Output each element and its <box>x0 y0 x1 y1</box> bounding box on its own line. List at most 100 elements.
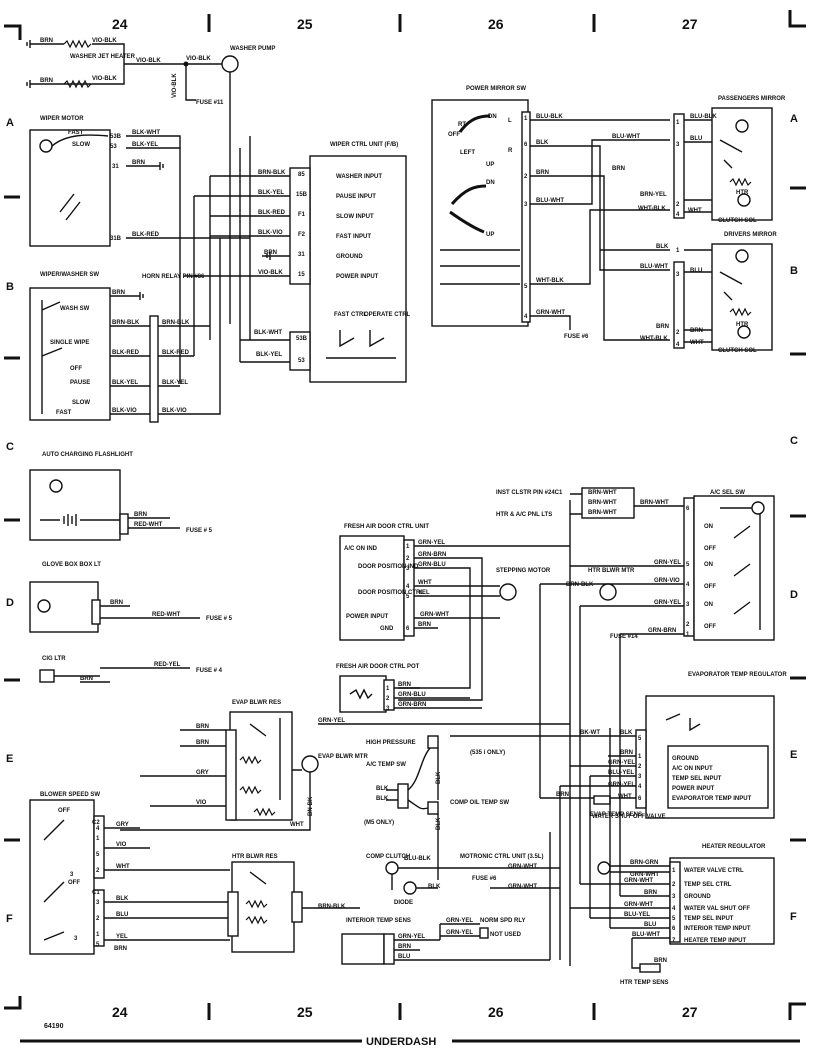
fresh-pot-title: FRESH AIR DOOR CTRL POT <box>336 664 420 670</box>
cig-title: CIG LTR <box>42 656 66 662</box>
interior-temp-input-label: INTERIOR TEMP INPUT <box>684 926 751 932</box>
fresh-air-title: FRESH AIR DOOR CTRL UNIT <box>344 524 429 530</box>
wiper-ctrl-unit: 85 15B F1 F2 31 15 53B 53 WIPER CTRL UNI… <box>142 72 411 384</box>
wire-blu: BLU <box>398 954 410 960</box>
pin-6: 6 <box>406 626 410 632</box>
wire-brn-blk: BRN-BLK <box>566 582 594 588</box>
wire-blu-blk: BLU-BLK <box>690 114 717 120</box>
wire-blk: BLK <box>116 896 129 902</box>
wire-blk: BLK <box>436 771 442 784</box>
pin-4: 4 <box>406 584 410 590</box>
pin-4: 4 <box>672 906 676 912</box>
mirror-sw-title: POWER MIRROR SW <box>466 86 526 92</box>
wire-brn: BRN <box>644 890 657 896</box>
pin-4: 4 <box>676 212 680 218</box>
pin-5: 5 <box>672 916 676 922</box>
fast-ctrl-label: FAST CTRL <box>334 312 367 318</box>
wire-blk: BLK <box>376 786 389 792</box>
drivers-mirror: DRIVERS MIRROR 1 3 2 4 BLK BLU-WHT BLU B… <box>600 232 777 354</box>
wire-brn: BRN <box>80 676 93 682</box>
wire-brn: BRN <box>656 324 669 330</box>
wire-grn-yel: GRN-YEL <box>608 782 635 788</box>
wire-yel: YEL <box>418 590 430 596</box>
clutch-sol-label: CLUTCH SOL <box>718 218 757 224</box>
pin-53b: 53B <box>110 134 122 140</box>
wire-bk-wt: BK-WT <box>580 730 600 736</box>
pin-5: 5 <box>96 942 100 948</box>
wire-brn: BRN <box>398 944 411 950</box>
fuse-5-label: FUSE # 5 <box>186 528 213 534</box>
pin-5: 5 <box>638 736 642 742</box>
temp-sel-ctrl-label: TEMP SEL CTRL <box>684 882 732 888</box>
auto-charging-flashlight: AUTO CHARGING FLASHLIGHT BRN RED-WHT FUS… <box>29 452 213 541</box>
flashlight-title: AUTO CHARGING FLASHLIGHT <box>42 452 133 458</box>
power-input-label: POWER INPUT <box>346 614 389 620</box>
pin-15b: 15B <box>296 192 308 198</box>
ac-on-ind-label: A/C ON IND <box>344 546 378 552</box>
fast-label: FAST <box>56 410 72 416</box>
pin-4: 4 <box>676 342 680 348</box>
off-label-2: OFF <box>704 584 716 590</box>
wire-vio-blk: VIO-BLK <box>92 76 117 82</box>
pin-1: 1 <box>676 120 680 126</box>
pin-2: 2 <box>524 174 528 180</box>
glove-box-light: GLOVE BOX BOX LT BRN RED-WHT FUSE # 5 <box>29 562 233 633</box>
wire-brn: BRN <box>40 38 53 44</box>
on-label-2: ON <box>704 562 713 568</box>
water-valve-title: WATER SHUT OFF VALVE <box>592 814 666 820</box>
wiper-ctrl-title: WIPER CTRL UNIT (F/B) <box>330 142 398 148</box>
wire-vio-blk-vertical: VIO-BLK <box>172 73 178 98</box>
door-pos-ind-label: DOOR POSITION IND <box>358 564 419 570</box>
wire-brn: BRN <box>40 78 53 84</box>
fuse-4-label: FUSE # 4 <box>196 668 223 674</box>
pause-input-label: PAUSE INPUT <box>336 194 376 200</box>
horn-relay-label: HORN RELAY PIN #86 <box>142 274 205 280</box>
pin-2: 2 <box>686 622 690 628</box>
wire-wht-blk: WHT-BLK <box>638 206 666 212</box>
row-label-b-right: B <box>790 265 798 277</box>
water-shutoff-valve: WATER SHUT OFF VALVE BRN-GRN GRN-WHT <box>592 814 670 878</box>
wire-brn: BRN <box>112 290 125 296</box>
norm-spd-rly-label: NORM SPD RLY <box>480 918 525 924</box>
pin-6: 6 <box>686 506 690 512</box>
column-label-25: 25 <box>297 16 313 32</box>
wire-grn-wht: GRN-WHT <box>624 878 653 884</box>
pin-f1: F1 <box>298 212 306 218</box>
up-label-2: UP <box>486 232 494 238</box>
ac-temp-sw-label: A/C TEMP SW <box>366 762 406 768</box>
wire-brn: BRN <box>398 682 411 688</box>
up-label: UP <box>486 162 494 168</box>
wire-brn: BRN <box>114 946 127 952</box>
pin-2: 2 <box>638 764 642 770</box>
speed-3-label: 3 <box>70 872 74 878</box>
wire-brn-wht: BRN-WHT <box>640 500 669 506</box>
wire-grn-yel: GRN-YEL <box>318 718 345 724</box>
slow-input-label: SLOW INPUT <box>336 214 374 220</box>
wire-wht: WHT <box>116 864 130 870</box>
wire-grn-wht: GRN-WHT <box>630 872 659 878</box>
wire-blk-red: BLK-RED <box>258 210 286 216</box>
wire-yel: YEL <box>116 934 128 940</box>
wire-gry: GRY <box>196 770 209 776</box>
wire-blk: BLK <box>656 244 669 250</box>
wire-bn-bk: BN-BK <box>308 796 314 816</box>
pin-2: 2 <box>386 696 390 702</box>
wire-grn-yel: GRN-YEL <box>654 600 681 606</box>
wire-blk-yel: BLK-YEL <box>162 380 188 386</box>
trunk-wires <box>539 500 621 966</box>
wire-grn-vio: GRN-VIO <box>654 578 680 584</box>
wire-brn: BRN <box>536 170 549 176</box>
wiper-washer-switch: WIPER/WASHER SW WASH SW SINGLE WIPE OFF … <box>29 238 221 423</box>
washer-input-label: WASHER INPUT <box>336 174 382 180</box>
slow-label: SLOW <box>72 400 90 406</box>
pin-3: 3 <box>406 566 410 572</box>
inst-clstr-label: INST CLSTR PIN #24C1 <box>496 490 563 496</box>
row-label-c-right: C <box>790 435 798 447</box>
wire-brn-blk: BRN-BLK <box>162 320 190 326</box>
door-pos-ctrl-label: DOOR POSITION CTRL <box>358 590 424 596</box>
left-label: LEFT <box>460 150 475 156</box>
off-label-3: OFF <box>704 624 716 630</box>
wire-wht: WHT <box>688 208 702 214</box>
wire-blk-vio: BLK-VIO <box>162 408 187 414</box>
row-label-f-right: F <box>790 911 797 923</box>
